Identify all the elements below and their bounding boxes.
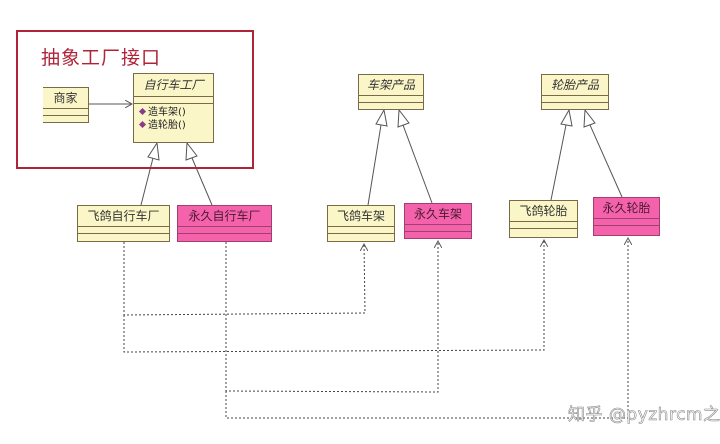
- class-bike-factory[interactable]: 自行车工厂 造车架() 造轮胎(): [133, 73, 214, 143]
- class-name: 商家: [43, 88, 88, 109]
- class-name: 飞鸽车架: [328, 206, 394, 227]
- watermark: 知乎 @pyzhrcm之战: [568, 405, 720, 426]
- class-feige-frame[interactable]: 飞鸽车架: [327, 205, 395, 242]
- class-attributes: [405, 225, 471, 232]
- class-name: 永久自行车厂: [178, 206, 271, 227]
- class-name: 自行车工厂: [134, 74, 213, 97]
- class-attributes: [43, 109, 88, 116]
- class-attributes: [328, 227, 394, 234]
- class-name: 永久轮胎: [594, 198, 659, 219]
- class-attributes: [359, 96, 423, 103]
- class-frame-product[interactable]: 车架产品: [358, 74, 424, 110]
- class-name: 轮胎产品: [542, 75, 608, 96]
- class-name: 车架产品: [359, 75, 423, 96]
- operation-make-frame: 造车架(): [138, 106, 213, 119]
- class-name: 永久车架: [405, 204, 471, 225]
- class-yongjiu-frame[interactable]: 永久车架: [404, 203, 472, 239]
- class-yongjiu-tire[interactable]: 永久轮胎: [593, 197, 660, 236]
- class-attributes: [594, 219, 659, 226]
- generalization-arrows: [140, 108, 623, 206]
- class-merchant[interactable]: 商家: [43, 87, 89, 123]
- class-attributes: [542, 96, 608, 103]
- class-feige-tire[interactable]: 飞鸽轮胎: [509, 200, 578, 238]
- class-attributes: [134, 97, 213, 104]
- class-attributes: [178, 227, 271, 234]
- dependency-lines: [123, 238, 628, 419]
- class-tire-product[interactable]: 轮胎产品: [541, 74, 609, 110]
- class-attributes: [78, 227, 169, 234]
- class-feige-factory[interactable]: 飞鸽自行车厂: [77, 205, 170, 242]
- class-name: 飞鸽自行车厂: [78, 206, 169, 227]
- frame-title: 抽象工厂接口: [41, 47, 162, 69]
- class-name: 飞鸽轮胎: [510, 201, 577, 222]
- method-diamond-icon: [138, 107, 147, 116]
- operation-make-tire: 造轮胎(): [138, 119, 213, 132]
- class-operations: 造车架() 造轮胎(): [134, 104, 213, 132]
- class-yongjiu-factory[interactable]: 永久自行车厂: [177, 205, 272, 242]
- abstract-factory-frame: [16, 30, 254, 169]
- method-diamond-icon: [138, 120, 147, 129]
- class-attributes: [510, 222, 577, 229]
